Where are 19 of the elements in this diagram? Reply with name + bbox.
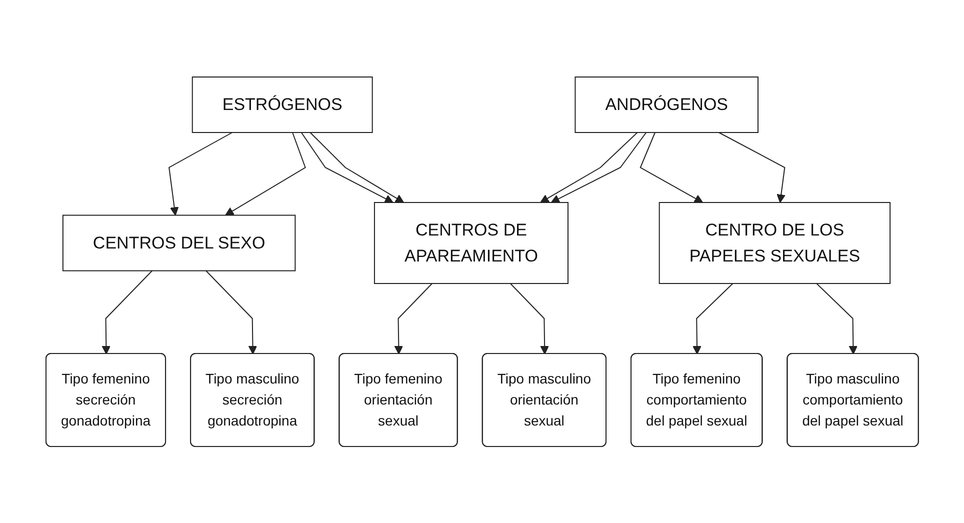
arrow [205, 270, 257, 354]
node-box: ESTRÓGENOS [192, 76, 373, 133]
arrow [550, 132, 646, 203]
arrow [540, 132, 638, 203]
arrow [816, 282, 858, 354]
arrow [692, 282, 734, 354]
arrow [640, 132, 703, 203]
node-box: ANDRÓGENOS [574, 76, 758, 133]
arrow [510, 282, 549, 354]
arrow [310, 132, 404, 203]
arrow [300, 132, 394, 203]
arrow [168, 132, 233, 216]
arrow [394, 282, 432, 354]
node-box: CENTRO DE LOS PAPELES SEXUALES [658, 202, 890, 284]
arrow [102, 270, 152, 354]
arrow [224, 132, 306, 216]
node-box: CENTROS DE APAREAMIENTO [374, 202, 568, 284]
arrow [718, 132, 786, 203]
node-box: CENTROS DEL SEXO [62, 214, 296, 271]
